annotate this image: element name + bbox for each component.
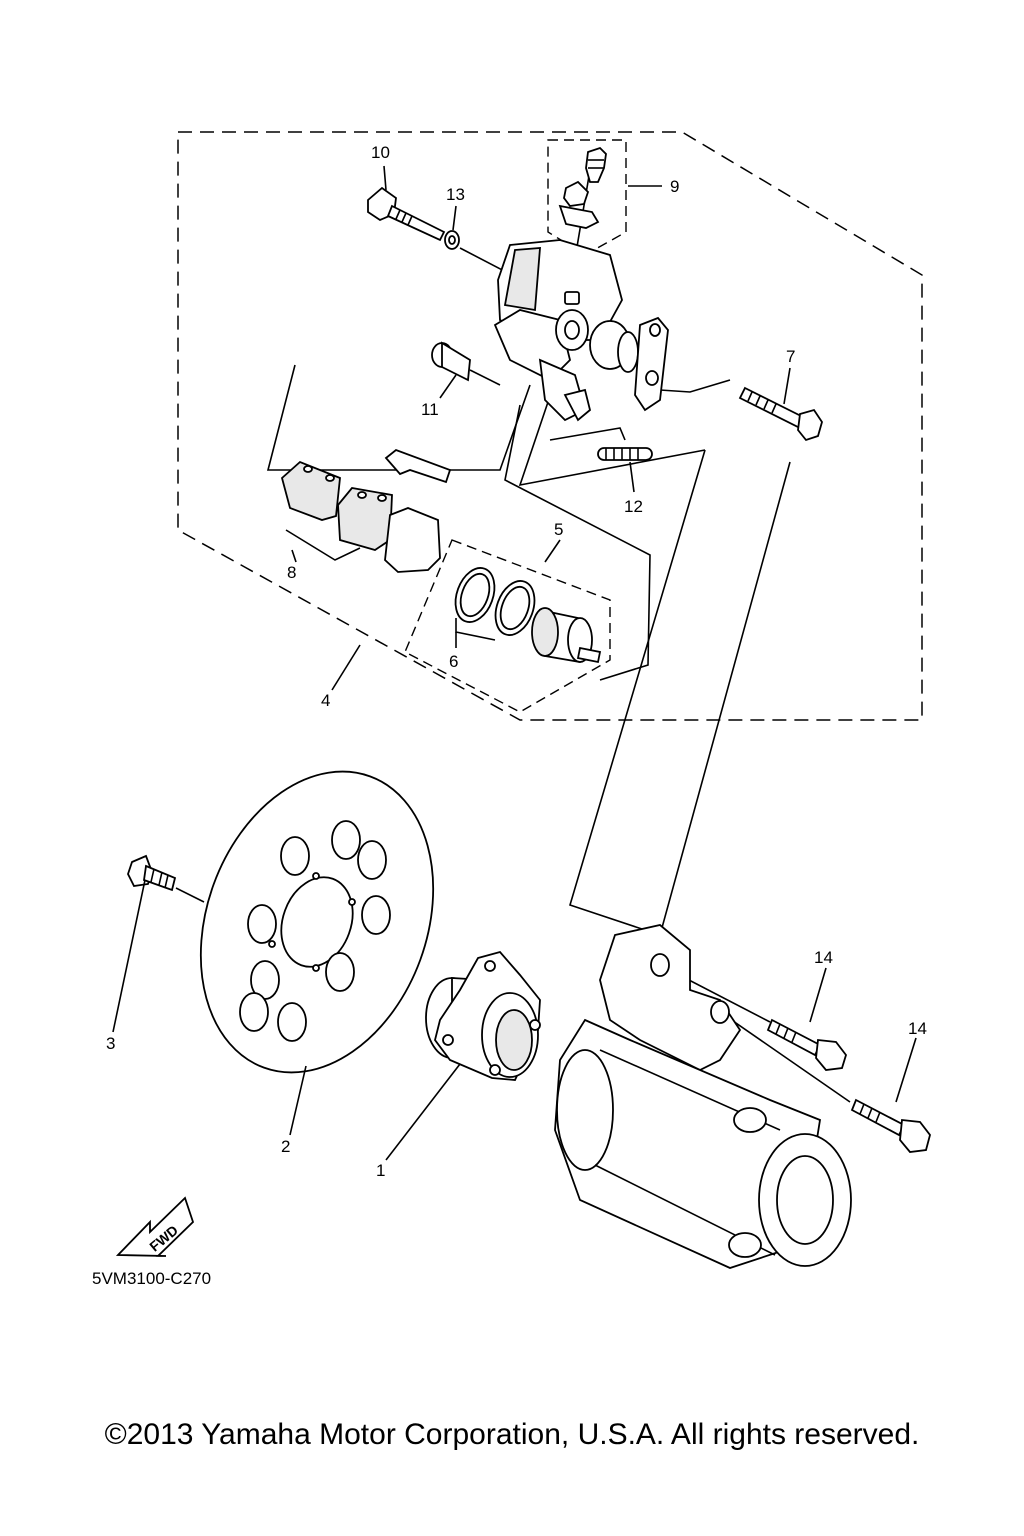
callout-4: 4 (321, 691, 330, 710)
callout-14-upper: 14 (814, 948, 833, 967)
brake-disc-2 (199, 770, 435, 1074)
callout-9: 9 (670, 177, 679, 196)
bleed-screw-9 (558, 146, 607, 229)
callout-11: 11 (421, 400, 439, 419)
bolt-14b (850, 1098, 931, 1153)
callout-2: 2 (281, 1137, 290, 1156)
spring-12 (549, 427, 653, 461)
bolt-10 (367, 186, 446, 242)
callout-12: 12 (624, 497, 643, 516)
axle-housing-bracket (554, 924, 852, 1269)
caliper-body (493, 239, 669, 422)
bolt-3 (127, 854, 177, 892)
callout-10: 10 (371, 143, 390, 162)
washer-13 (444, 230, 460, 250)
callout-3: 3 (106, 1034, 115, 1053)
piston-group-boundary (404, 539, 611, 713)
callout-1: 1 (376, 1161, 385, 1180)
callout-8: 8 (287, 563, 296, 582)
forward-arrow-icon: FWD (115, 1196, 195, 1257)
bolt-axis-7 (659, 379, 731, 393)
bolt-14a (766, 1018, 847, 1071)
diagram-code: 5VM3100-C270 (92, 1269, 211, 1288)
bleed-group-boundary (547, 139, 627, 256)
piston (531, 607, 602, 664)
bolt-axis-11 (469, 369, 501, 386)
callout-7: 7 (786, 347, 795, 366)
piston-seals-6 (454, 567, 536, 641)
brake-pads-8 (280, 448, 452, 573)
pin-11 (431, 341, 471, 382)
leader-lines (112, 165, 917, 1161)
pad-group-line-2 (504, 404, 651, 681)
alignment-line-left (569, 449, 706, 936)
callout-14-lower: 14 (908, 1019, 927, 1038)
callout-6: 6 (449, 652, 458, 671)
callout-5: 5 (554, 520, 563, 539)
bolt-axis-14b (719, 1011, 851, 1103)
hub-1 (425, 950, 541, 1081)
bolt-axis-3 (175, 887, 205, 903)
bolt-7 (738, 386, 823, 442)
callout-13: 13 (446, 185, 465, 204)
copyright-notice: ©2013 Yamaha Motor Corporation, U.S.A. A… (104, 1418, 920, 1451)
spring-group-line (518, 401, 706, 487)
alignment-line-right (659, 461, 791, 936)
